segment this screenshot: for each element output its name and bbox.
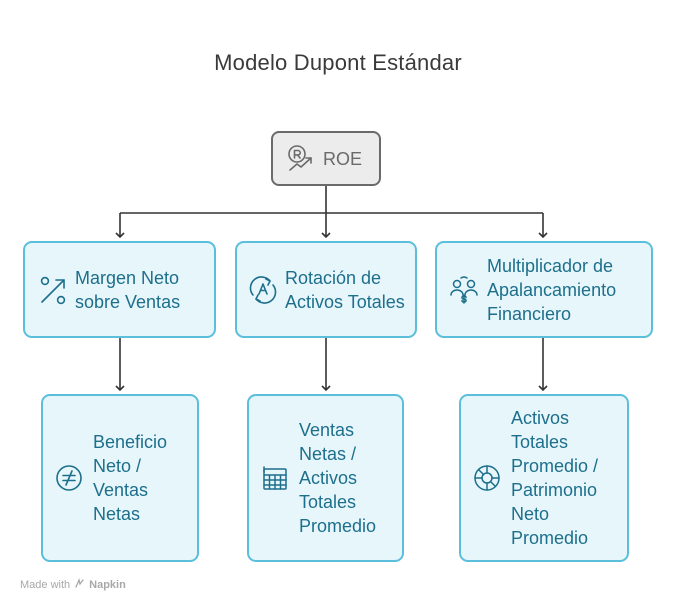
trend-percent-icon bbox=[37, 273, 69, 307]
node-label: Margen Neto sobre Ventas bbox=[75, 267, 181, 312]
pie-chart-icon bbox=[471, 462, 503, 494]
node-ventas-activos[interactable]: Ventas Netas / Activos Totales Promedio bbox=[247, 394, 404, 562]
node-label: Ventas Netas / Activos Totales Promedio bbox=[299, 420, 377, 536]
footer-brand: Napkin bbox=[89, 579, 126, 591]
node-margen-neto[interactable]: Margen Neto sobre Ventas bbox=[23, 241, 216, 338]
roe-growth-icon bbox=[285, 143, 317, 175]
node-rotacion-activos[interactable]: Rotación de Activos Totales bbox=[235, 241, 417, 338]
node-beneficio-neto-ventas[interactable]: Beneficio Neto / Ventas Netas bbox=[41, 394, 199, 562]
node-label: Activos Totales Promedio / Patrimonio Ne… bbox=[511, 408, 599, 548]
footer-prefix: Made with bbox=[20, 579, 71, 591]
node-activos-patrimonio[interactable]: Activos Totales Promedio / Patrimonio Ne… bbox=[459, 394, 629, 562]
node-label: Beneficio Neto / Ventas Netas bbox=[93, 432, 168, 524]
node-multiplicador-apalancamiento[interactable]: Multiplicador de Apalancamiento Financie… bbox=[435, 241, 653, 338]
financial-people-icon bbox=[447, 273, 481, 307]
node-label: ROE bbox=[323, 148, 363, 169]
not-equal-icon bbox=[53, 462, 85, 494]
footer-attribution: Made with Napkin bbox=[20, 577, 126, 592]
node-label: Multiplicador de Apalancamiento Financie… bbox=[487, 255, 617, 324]
diagram-title: Modelo Dupont Estándar bbox=[214, 50, 462, 75]
asset-rotation-icon bbox=[247, 273, 279, 307]
spreadsheet-icon bbox=[259, 462, 291, 494]
node-label: Rotación de Activos Totales bbox=[285, 267, 405, 312]
node-roe[interactable]: ROE bbox=[271, 131, 381, 186]
napkin-logo-icon bbox=[74, 577, 85, 592]
